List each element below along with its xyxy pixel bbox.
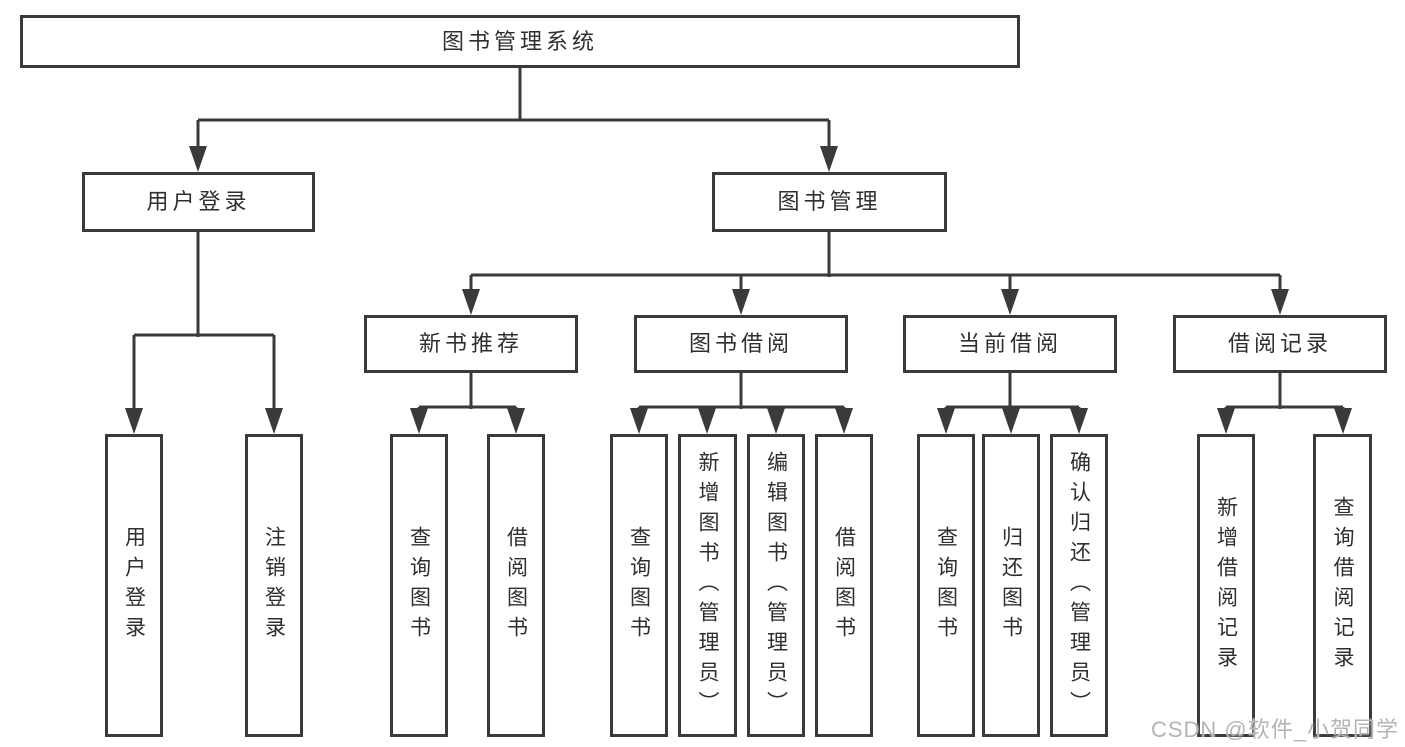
arrow-down-icon	[1334, 408, 1352, 434]
leaf-user-login: 用户登录	[105, 434, 163, 737]
connector-paths	[132, 68, 1345, 412]
arrow-down-icon	[507, 408, 525, 434]
arrow-down-icon	[767, 408, 785, 434]
node-library-system: 图书管理系统	[20, 15, 1020, 68]
leaf-add-book-admin: 新增图书（管理员）	[678, 434, 737, 737]
arrow-down-icon	[820, 146, 838, 172]
arrow-down-icon	[410, 408, 428, 434]
leaf-borrow-book: 借阅图书	[815, 434, 873, 737]
arrow-down-icon	[698, 408, 716, 434]
leaf-query-book-recommend: 查询图书	[390, 434, 448, 737]
arrow-down-icon	[265, 408, 283, 434]
leaf-query-borrow-record: 查询借阅记录	[1313, 434, 1372, 737]
leaf-add-borrow-record: 新增借阅记录	[1197, 434, 1255, 737]
arrow-down-icon	[1271, 289, 1289, 315]
node-book-management: 图书管理	[712, 172, 947, 232]
node-new-book-recommend: 新书推荐	[364, 315, 578, 373]
node-book-borrow: 图书借阅	[634, 315, 848, 373]
arrow-down-icon	[1002, 408, 1020, 434]
arrow-down-icon	[462, 289, 480, 315]
arrow-down-icon	[189, 146, 207, 172]
node-user-login: 用户登录	[82, 172, 315, 232]
arrow-down-icon	[937, 408, 955, 434]
leaf-edit-book-admin: 编辑图书（管理员）	[747, 434, 805, 737]
arrow-down-icon	[630, 408, 648, 434]
arrow-down-icon	[1217, 408, 1235, 434]
leaf-confirm-return-admin: 确认归还（管理员）	[1050, 434, 1108, 737]
arrow-down-icon	[1070, 408, 1088, 434]
leaf-query-book-borrow: 查询图书	[610, 434, 668, 737]
leaf-return-book: 归还图书	[982, 434, 1040, 737]
arrow-down-icon	[732, 289, 750, 315]
leaf-logout-login: 注销登录	[245, 434, 303, 737]
node-current-borrow: 当前借阅	[903, 315, 1117, 373]
node-borrow-record: 借阅记录	[1173, 315, 1387, 373]
arrow-heads	[125, 146, 1352, 434]
leaf-query-book-current: 查询图书	[917, 434, 975, 737]
arrow-down-icon	[1001, 289, 1019, 315]
leaf-borrow-book-recommend: 借阅图书	[487, 434, 545, 737]
arrow-down-icon	[835, 408, 853, 434]
watermark: CSDN @软件_小贺同学	[1150, 717, 1399, 742]
arrow-down-icon	[125, 408, 143, 434]
